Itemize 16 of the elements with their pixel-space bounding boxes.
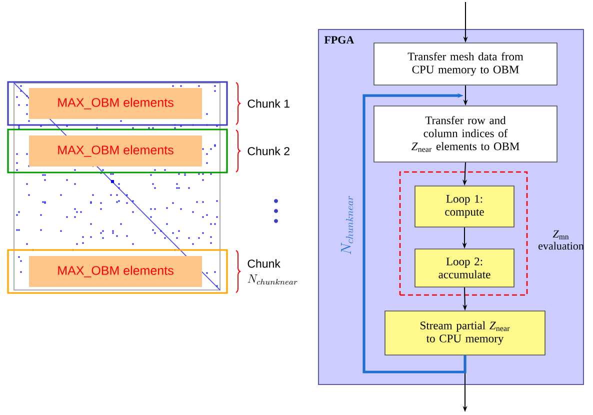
chunk-box: MAX_OBM elements — [7, 128, 228, 174]
arrow — [362, 93, 466, 374]
chunk-box: MAX_OBM elements — [7, 81, 228, 126]
group-label: Z$_{mn}$ evaluation — [538, 230, 584, 250]
panel-heading: FPGA — [324, 36, 354, 44]
process-box: Transfer mesh data from CPU memory to OBM — [374, 42, 558, 86]
process-box: Transfer row and column indices of Z$_{near}$ elements to OBM — [374, 106, 558, 162]
process-box: Stream partial Z$_{near}$ to CPU memory — [384, 310, 546, 356]
chunk-label: Chunk 2 — [248, 146, 290, 156]
process-box: Loop 2: accumulate — [414, 248, 514, 288]
chunk-label: Chunk 1 — [248, 99, 290, 108]
process-box: Loop 1: compute — [414, 186, 514, 228]
chunk-label: $N_{chunknear}$ — [248, 274, 298, 285]
chunk-box: MAX_OBM elements — [7, 249, 228, 294]
chunk-label: Chunk — [248, 259, 280, 268]
edge-label: $N_{chunknear}$ — [341, 196, 354, 254]
